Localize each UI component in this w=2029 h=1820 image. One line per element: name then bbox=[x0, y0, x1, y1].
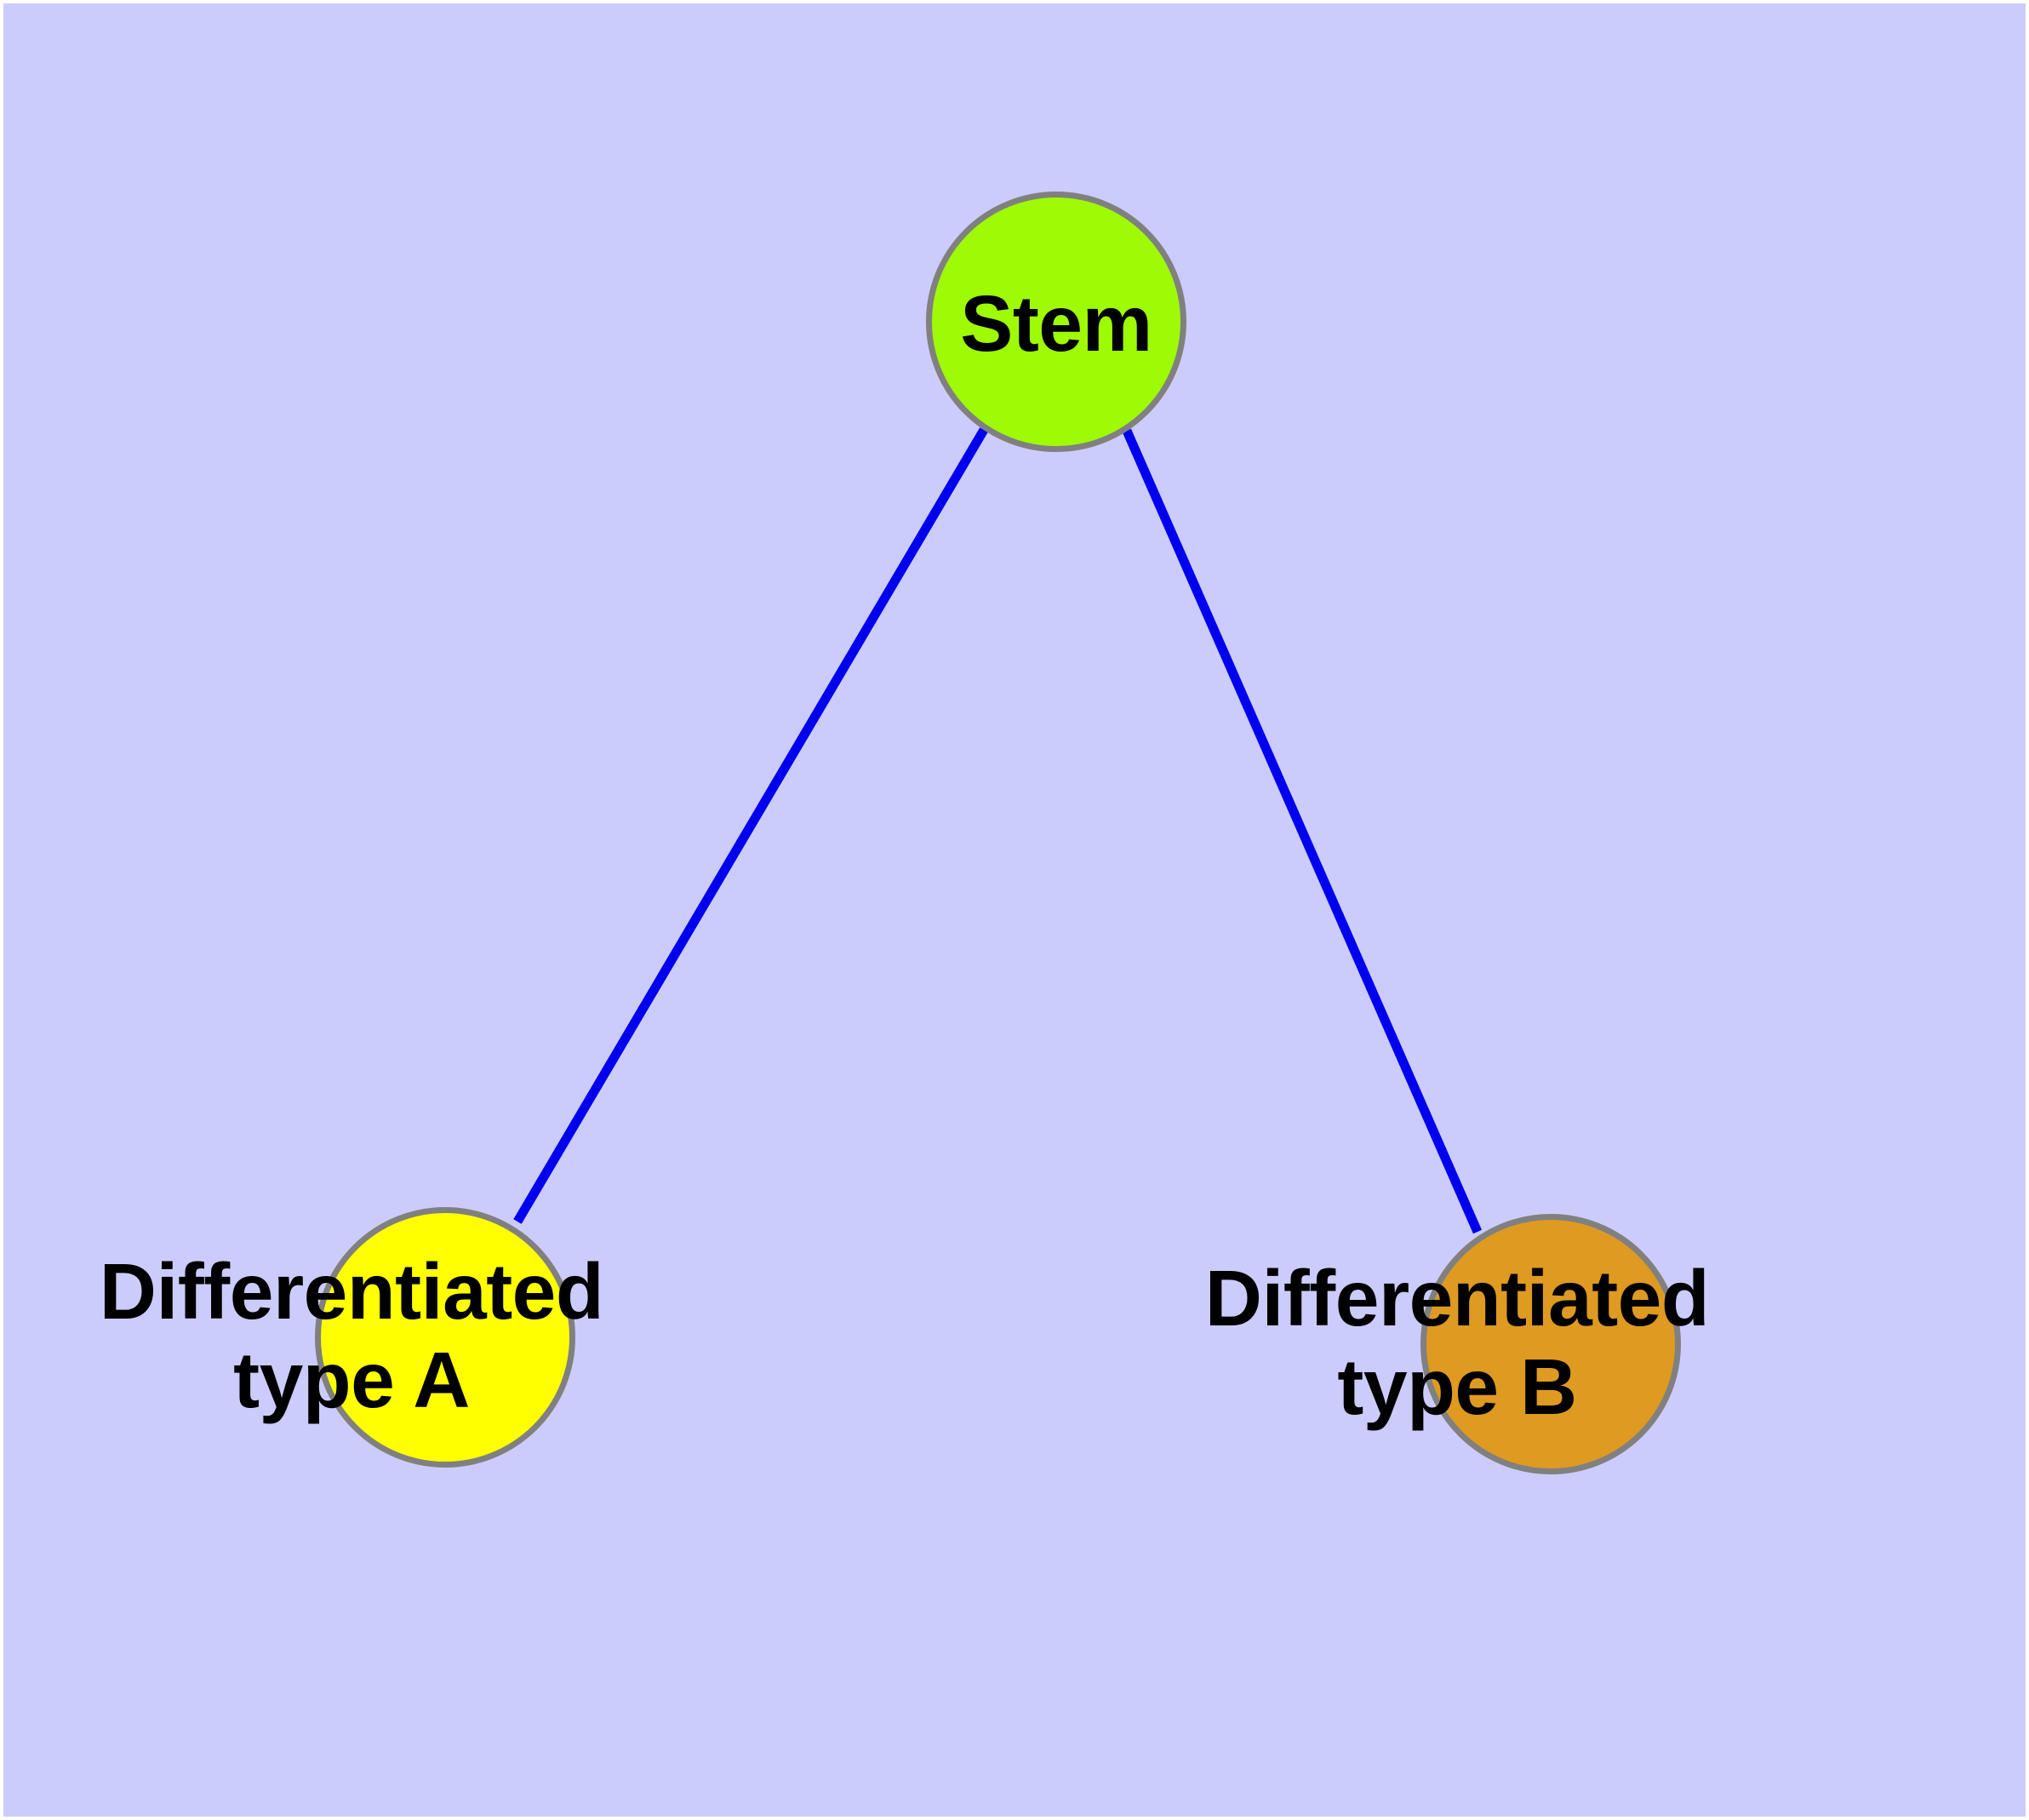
node-layer: Stem Differentiated type A Differentiate… bbox=[3, 3, 2026, 1817]
node-differentiated-type-b[interactable] bbox=[1420, 1214, 1681, 1474]
node-differentiated-type-a[interactable] bbox=[315, 1207, 575, 1468]
edge-stem-to-differentiated-type-a[interactable] bbox=[513, 427, 988, 1224]
edge-stem-to-differentiated-type-b[interactable] bbox=[1122, 428, 1483, 1234]
edge-layer bbox=[513, 427, 1483, 1234]
node-stem[interactable] bbox=[926, 192, 1186, 452]
